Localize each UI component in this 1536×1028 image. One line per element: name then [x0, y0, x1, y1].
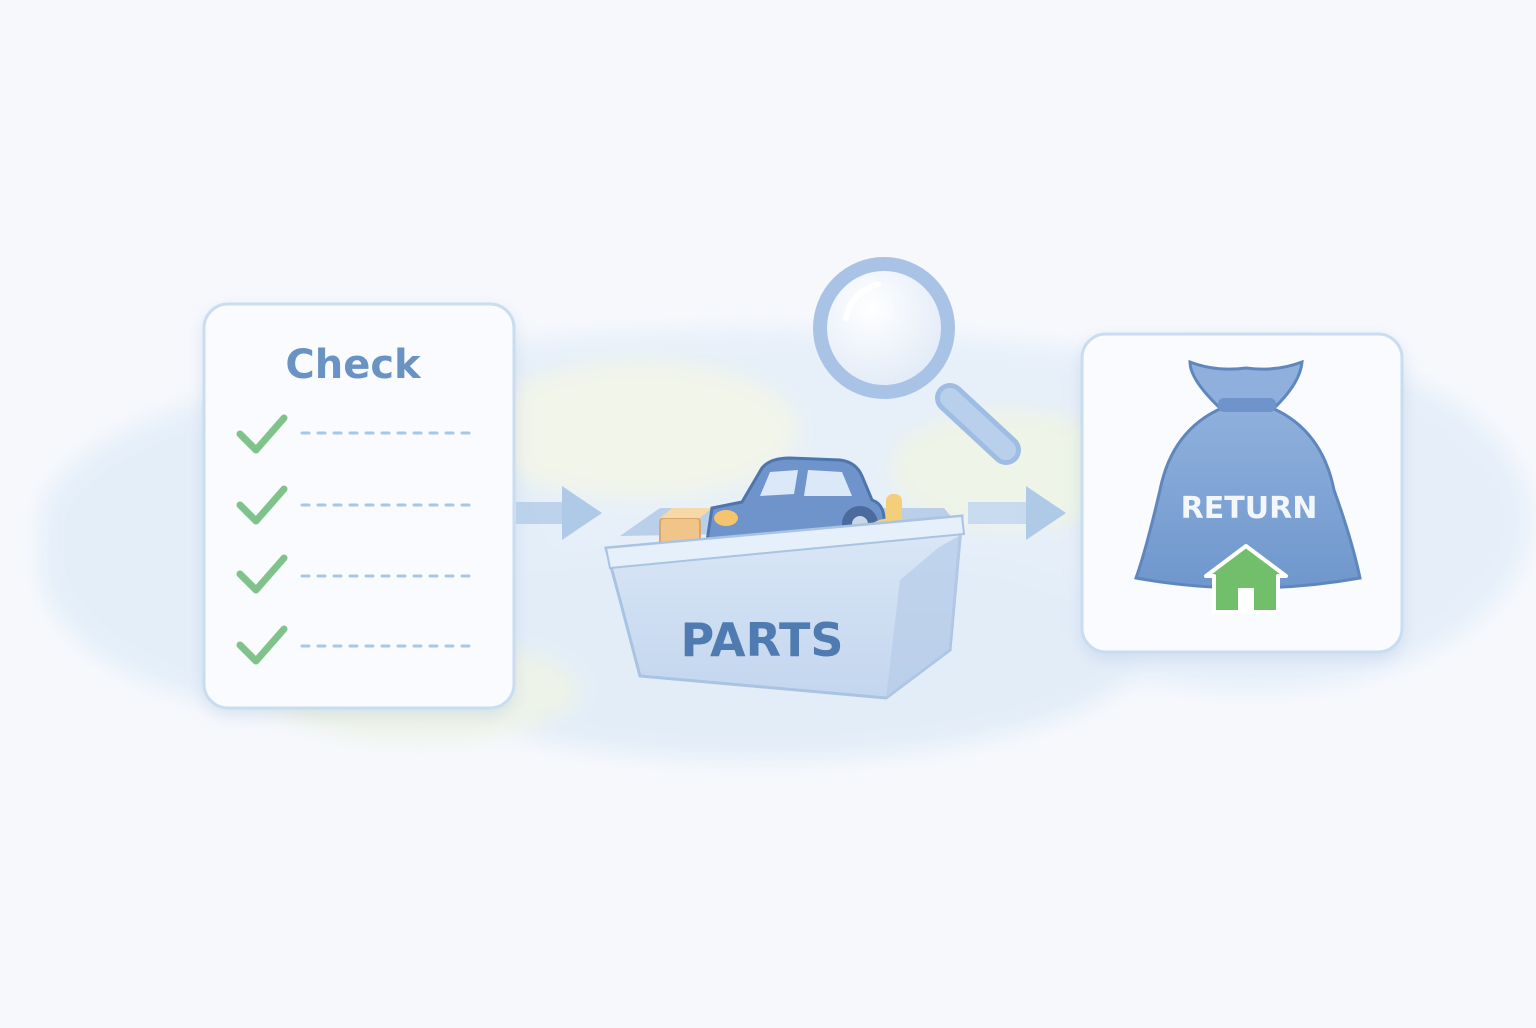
box-label: PARTS — [681, 613, 844, 667]
arrow-right-icon — [968, 486, 1066, 540]
checklist-item — [236, 554, 480, 594]
bag-label: RETURN — [1181, 491, 1318, 526]
house-icon — [1204, 544, 1288, 614]
checklist-item — [236, 625, 480, 665]
magnifying-glass-icon — [813, 257, 1021, 465]
arrow-right-icon — [516, 486, 602, 540]
checklist-items — [236, 414, 480, 665]
checklist-title: Check — [285, 342, 422, 388]
checklist-card — [202, 302, 516, 710]
checklist-item — [236, 485, 480, 525]
checkmark-icon — [236, 625, 288, 665]
parts-box — [604, 456, 966, 700]
checkmark-icon — [236, 485, 288, 525]
checkmark-icon — [236, 414, 288, 454]
checkmark-icon — [236, 554, 288, 594]
return-bag-icon — [1133, 359, 1362, 590]
checklist-item — [236, 414, 480, 454]
